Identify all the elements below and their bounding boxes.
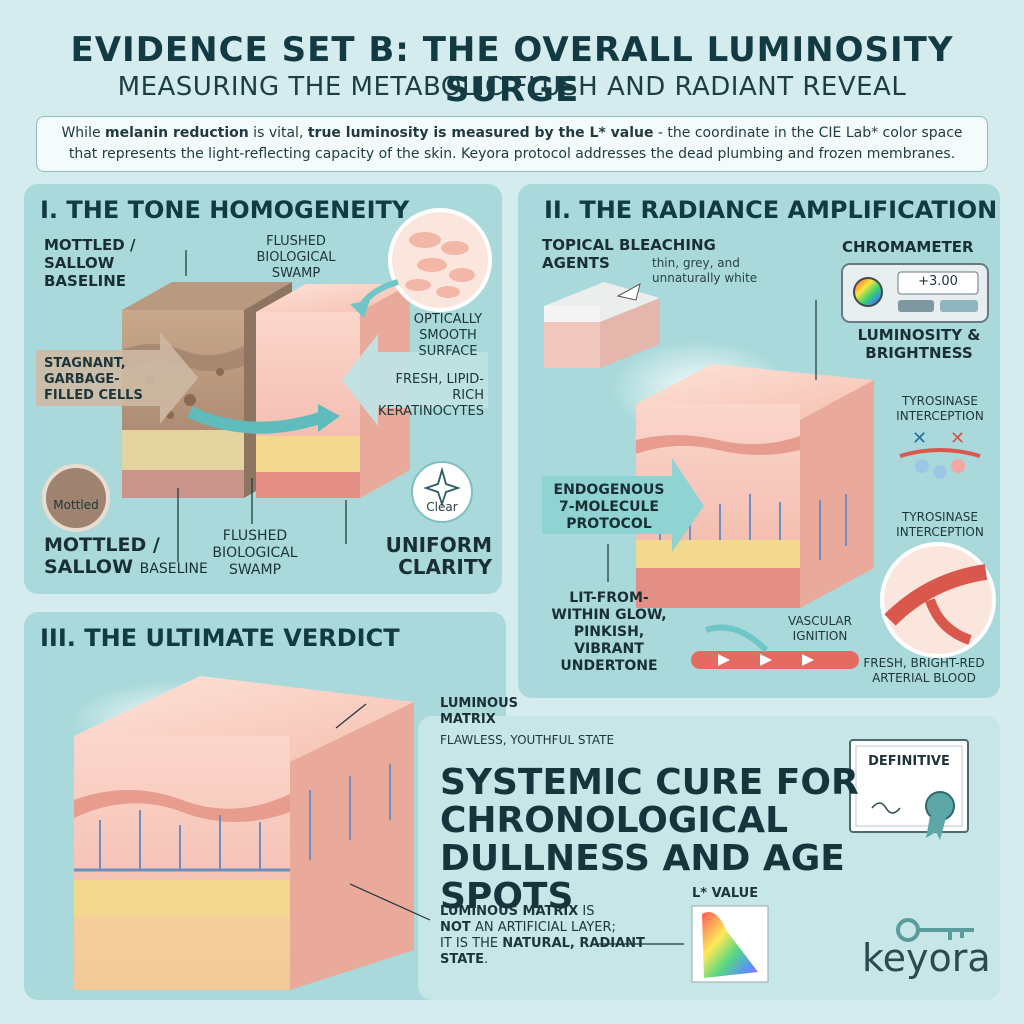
label-mottled-top: MOTTLED / SALLOW BASELINE [44,236,136,290]
endogenous-arrow [542,458,704,552]
label-arterial-blood: FRESH, BRIGHT-RED ARTERIAL BLOOD [863,656,985,685]
cure-heading: SYSTEMIC CURE FOR CHRONOLOGICAL DULLNESS… [440,762,859,917]
chromameter-device [841,263,989,323]
label-endogenous-protocol: ENDOGENOUS 7-MOLECULE PROTOCOL [553,482,665,532]
luminous-matrix-note: LUMINOUS MATRIX IS NOT AN ARTIFICIAL LAY… [440,904,690,968]
label-lvalue: L* VALUE [692,886,759,901]
sparkle-icon [423,466,461,507]
panel-2-title: II. THE RADIANCE AMPLIFICATION [544,196,998,224]
svg-text:✕: ✕ [950,428,965,449]
note-bold-natural: NATURAL, RADIANT STATE [440,936,645,967]
label-bleaching-note: thin, grey, and unnaturally white [652,256,758,285]
note-bold-matrix: LUMINOUS MATRIX [440,904,579,919]
key-logo-icon [896,918,974,942]
label-tyrosinase-2: TYROSINASE INTERCEPTION [896,510,984,539]
luminous-matrix-block [70,676,414,990]
label-stagnant-cells: STAGNANT, GARBAGE-FILLED CELLS [44,356,143,403]
intro-text: While [61,125,106,141]
cells-magnified-icon [388,208,492,312]
mottled-badge-label: Mottled [53,498,99,512]
label-luminosity: LUMINOSITY & BRIGHTNESS [857,326,981,362]
label-luminous-matrix: LUMINOUS MATRIX [440,696,518,727]
vascular-arrows [691,624,859,669]
radiant-skin-block [610,340,874,608]
page-subtitle: MEASURING THE METABOLIC FLUSH AND RADIAN… [117,72,907,102]
lvalue-gamut-icon [691,905,769,983]
label-mottled-bottom: MOTTLED / SALLOW BASELINE [44,534,224,580]
clear-badge-label: Clear [426,500,458,514]
mottled-bottom-baseline: BASELINE [139,561,208,577]
note-text: IT IS THE [440,936,503,951]
panel-1-title: I. THE TONE HOMOGENEITY [40,196,410,224]
svg-text:✕: ✕ [912,428,927,449]
clear-badge-icon [411,461,473,523]
panel-3-title: III. THE ULTIMATE VERDICT [40,624,400,652]
label-flushed-top: FLUSHED BIOLOGICAL SWAMP [256,234,336,281]
note-text: . [484,952,489,967]
label-uniform-clarity: UNIFORM CLARITY [385,533,492,579]
label-vascular-ignition: VASCULAR IGNITION [788,614,852,643]
stagnant-arrow [36,332,198,424]
certificate-icon [849,739,969,840]
pointer-triangle-icon [616,283,641,301]
label-tyrosinase-1: TYROSINASE INTERCEPTION [896,394,984,423]
label-chromameter: CHROMAMETER [842,238,974,256]
note-text: AN ARTIFICIAL LAYER; [470,920,616,935]
page-title: EVIDENCE SET B: THE OVERALL LUMINOSITY S… [70,30,954,110]
brand-logo-text: keyora [862,936,991,980]
intro-text: - the coordinate in the CIE Lab* color s… [68,125,963,162]
note-bold-not: NOT [440,920,471,935]
label-flawless: FLAWLESS, YOUTHFUL STATE [440,733,615,747]
mottled-badge-icon [42,464,110,532]
label-flushed-bottom: FLUSHED BIOLOGICAL SWAMP [212,528,298,578]
tyrosinase-icon: ✕ ✕ [899,428,981,479]
certificate-label: DEFINITIVE [868,754,950,769]
intro-bold-lvalue: true luminosity is measured by the L* va… [307,125,654,141]
note-text: IS [578,904,595,919]
mottled-bottom-sallow: SALLOW [44,556,134,578]
flow-arrow [187,406,322,434]
label-glow: LIT-FROM-WITHIN GLOW, PINKISH, VIBRANT U… [551,590,667,674]
intro-bold-melanin: melanin reduction [105,125,249,141]
mottled-bottom-line1: MOTTLED / [44,534,160,556]
bleached-skin-block [544,282,660,368]
label-fresh-keratinocytes: FRESH, LIPID-RICH KERATINOCYTES [377,372,484,419]
intro-text: is vital, [248,125,308,141]
fresh-arrow [342,334,488,426]
intro-box: While melanin reduction is vital, true l… [36,116,988,172]
label-optically-smooth: OPTICALLY SMOOTH SURFACE [413,312,483,359]
chromameter-readout: +3.00 [918,274,958,289]
artery-magnified-icon [880,542,996,658]
label-bleaching-agents: TOPICAL BLEACHING AGENTS [542,236,716,272]
